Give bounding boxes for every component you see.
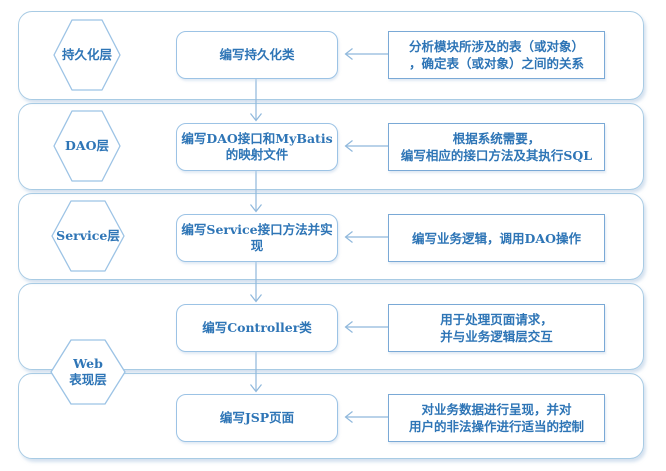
step-box-write-service-interface: 编写Service接口方法并实 现 xyxy=(176,214,338,262)
hexagon-persistence-layer xyxy=(53,19,121,91)
hexagon-service-layer xyxy=(51,200,125,272)
layer-band-service xyxy=(18,193,644,280)
layer-band-persistence xyxy=(18,11,644,100)
note-box-business-logic: 编写业务逻辑，调用DAO操作 xyxy=(388,214,605,262)
layer-label-service: Service层 xyxy=(56,228,120,243)
layer-band-dao xyxy=(18,103,644,190)
layer-label-web: Web 表现层 xyxy=(69,356,107,387)
arrow-left-1 xyxy=(344,48,388,60)
arrow-down-1 xyxy=(250,77,262,122)
layer-band-view xyxy=(18,373,644,459)
layer-label-persistence: 持久化层 xyxy=(61,47,113,62)
note-box-interface-sql: 根据系统需要， 编写相应的接口方法及其执行SQL xyxy=(388,123,605,171)
layer-band-controller xyxy=(18,283,644,370)
hexagon-web-layer xyxy=(50,339,126,405)
note-box-analyze-tables: 分析模块所涉及的表（或对象） ，确定表（或对象）之间的关系 xyxy=(388,31,605,79)
arrow-down-4 xyxy=(250,350,262,393)
arrow-down-3 xyxy=(250,260,262,303)
arrow-left-4 xyxy=(344,321,388,333)
hexagon-dao-layer xyxy=(53,110,121,182)
arrow-left-5 xyxy=(344,411,388,423)
arrow-down-2 xyxy=(250,169,262,213)
step-box-write-controller: 编写Controller类 xyxy=(176,304,338,352)
note-box-data-presentation: 对业务数据进行呈现，并对 用户的非法操作进行适当的控制 xyxy=(388,394,605,442)
step-box-write-jsp: 编写JSP页面 xyxy=(176,394,338,442)
note-box-page-request: 用于处理页面请求， 并与业务逻辑层交互 xyxy=(388,304,605,352)
step-box-write-dao-mybatis: 编写DAO接口和MyBatis 的映射文件 xyxy=(176,123,338,171)
arrow-left-3 xyxy=(344,231,388,243)
step-box-write-persistence-class: 编写持久化类 xyxy=(176,31,338,79)
arrow-left-2 xyxy=(344,140,388,152)
layer-label-dao: DAO层 xyxy=(65,138,109,153)
